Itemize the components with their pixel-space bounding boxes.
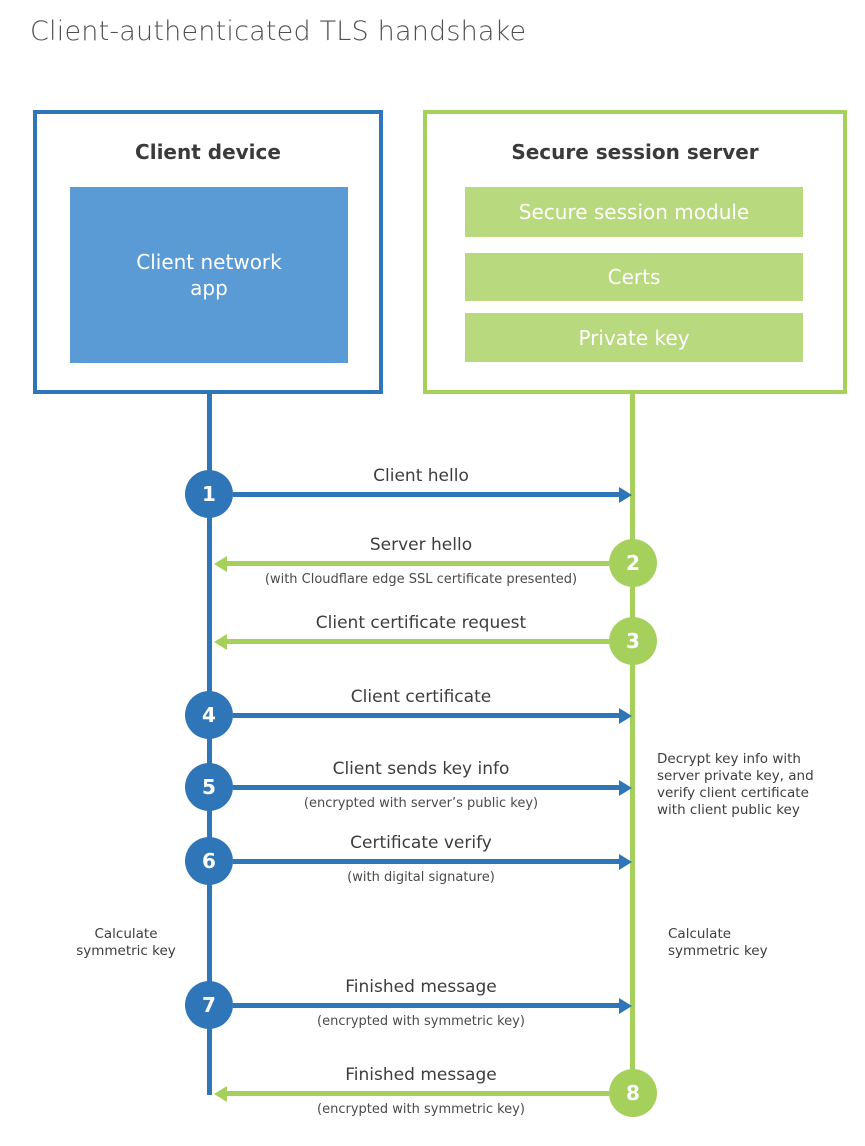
step-8-badge: 8 <box>609 1069 657 1117</box>
private-key-bar: Private key <box>465 313 803 362</box>
arrow-right-icon <box>233 713 619 718</box>
arrow-right-icon <box>233 785 619 790</box>
client-lifeline <box>207 394 212 1095</box>
step-1-badge: 1 <box>185 470 233 518</box>
decrypt-key-info-note: Decrypt key info with server private key… <box>657 751 814 818</box>
step-4-label: Client certificate <box>350 687 492 707</box>
step-8-subtitle: (encrypted with symmetric key) <box>317 1102 525 1117</box>
arrow-left-icon <box>227 1091 609 1096</box>
step-1-label: Client hello <box>373 466 469 486</box>
certs-bar: Certs <box>465 253 803 301</box>
arrow-left-icon <box>227 639 609 644</box>
step-3-badge: 3 <box>609 617 657 665</box>
client-device-title: Client device <box>135 140 281 164</box>
step-6-badge: 6 <box>185 837 233 885</box>
step-7-subtitle: (encrypted with symmetric key) <box>317 1014 525 1029</box>
arrow-right-icon <box>233 492 619 497</box>
step-7-label: Finished message <box>345 977 497 997</box>
step-3-label: Client certificate request <box>315 613 527 633</box>
secure-session-server-box: Secure session server Secure session mod… <box>423 110 847 394</box>
step-2-subtitle: (with Cloudflare edge SSL certificate pr… <box>264 572 578 587</box>
step-4-badge: 4 <box>185 691 233 739</box>
step-2-label: Server hello <box>369 535 473 555</box>
secure-session-server-title: Secure session server <box>511 140 759 164</box>
step-6-subtitle: (with digital signature) <box>347 870 495 885</box>
step-8-label: Finished message <box>345 1065 497 1085</box>
arrow-left-icon <box>227 561 609 566</box>
client-network-app-label: Client network app <box>136 250 282 300</box>
arrow-right-icon <box>233 859 619 864</box>
calculate-symmetric-key-note-server: Calculate symmetric key <box>668 926 768 959</box>
step-5-label: Client sends key info <box>332 759 510 779</box>
client-device-box: Client device Client network app <box>33 110 383 394</box>
server-lifeline <box>630 394 635 1094</box>
step-6-label: Certificate verify <box>350 833 492 853</box>
client-network-app-box: Client network app <box>70 187 348 363</box>
step-7-badge: 7 <box>185 981 233 1029</box>
calculate-symmetric-key-note-client: Calculate symmetric key <box>76 926 176 959</box>
step-2-badge: 2 <box>609 539 657 587</box>
arrow-right-icon <box>233 1003 619 1008</box>
page-title: Client-authenticated TLS handshake <box>30 16 527 47</box>
step-5-badge: 5 <box>185 763 233 811</box>
secure-session-module-bar: Secure session module <box>465 187 803 237</box>
step-5-subtitle: (encrypted with server’s public key) <box>303 796 539 811</box>
